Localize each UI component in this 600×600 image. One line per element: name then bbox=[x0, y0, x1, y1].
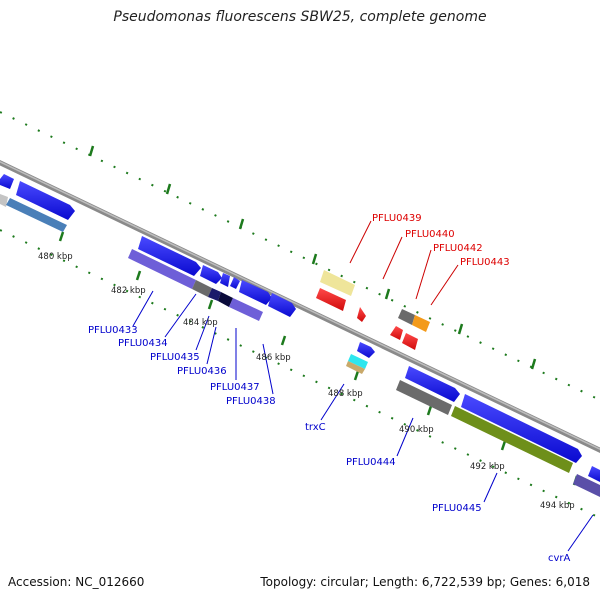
gene-arrow[interactable] bbox=[220, 273, 230, 287]
feature-bar[interactable] bbox=[320, 270, 355, 296]
scale-label: 488 kbp bbox=[328, 389, 363, 399]
feature-bar[interactable] bbox=[0, 194, 8, 207]
gene-label[interactable]: PFLU0433 bbox=[88, 325, 138, 336]
gene-arrow[interactable] bbox=[268, 293, 296, 317]
feature-bar[interactable] bbox=[346, 361, 365, 374]
leader-pflu0434 bbox=[164, 293, 197, 338]
scale-label: 490 kbp bbox=[399, 425, 434, 435]
feature-bar[interactable] bbox=[398, 309, 415, 325]
gene-label[interactable]: PFLU0444 bbox=[346, 457, 396, 468]
scale-label: 494 kbp bbox=[540, 501, 575, 511]
feature-bar[interactable] bbox=[396, 380, 452, 415]
gene-arrow[interactable] bbox=[239, 280, 272, 305]
map-title: Pseudomonas fluorescens SBW25, complete … bbox=[113, 9, 487, 25]
gene-label[interactable]: PFLU0442 bbox=[433, 243, 483, 254]
feature-bar[interactable] bbox=[218, 292, 233, 307]
scale-label: 480 kbp bbox=[38, 252, 73, 262]
gene-label[interactable]: PFLU0435 bbox=[150, 352, 200, 363]
leader-pflu0439 bbox=[349, 220, 372, 264]
gene-arrow[interactable] bbox=[402, 333, 418, 350]
major-ticks bbox=[58, 231, 579, 486]
scale-label: 484 kbp bbox=[183, 318, 218, 328]
leader-pflu0445 bbox=[483, 472, 498, 503]
feature-bar[interactable] bbox=[348, 354, 368, 369]
leader-pflu0433 bbox=[132, 290, 154, 327]
forward-genes bbox=[0, 174, 600, 482]
label-leaders bbox=[132, 220, 594, 552]
scale-label: 486 kbp bbox=[256, 353, 291, 363]
forward-gene-labels: PFLU0433 PFLU0434 PFLU0435 PFLU0436 PFLU… bbox=[88, 325, 571, 564]
scale-labels: 480 kbp 482 kbp 484 kbp 486 kbp 488 kbp … bbox=[38, 252, 575, 511]
gene-arrow[interactable] bbox=[390, 326, 403, 340]
gene-arrow[interactable] bbox=[138, 236, 201, 276]
feature-bars bbox=[0, 194, 600, 497]
scale-label: 482 kbp bbox=[111, 286, 146, 296]
feature-bar[interactable] bbox=[192, 280, 212, 297]
gene-arrow[interactable] bbox=[16, 181, 75, 220]
leader-pflu0438 bbox=[262, 343, 274, 395]
reverse-gene-labels: PFLU0439 PFLU0440 PFLU0442 PFLU0443 bbox=[372, 213, 510, 268]
reverse-genes bbox=[316, 288, 418, 350]
leader-trxc bbox=[320, 383, 345, 421]
feature-bar[interactable] bbox=[229, 298, 263, 321]
tick-ring-inner bbox=[0, 229, 600, 519]
gene-arrow[interactable] bbox=[357, 342, 375, 358]
leader-pflu0436 bbox=[206, 326, 217, 365]
gene-label[interactable]: PFLU0436 bbox=[177, 366, 227, 377]
leader-cvra bbox=[567, 514, 594, 552]
gene-arrow[interactable] bbox=[405, 366, 460, 402]
scale-label: 492 kbp bbox=[470, 462, 505, 472]
feature-bar[interactable] bbox=[412, 315, 430, 332]
feature-bar[interactable] bbox=[128, 249, 196, 289]
outer-major-ticks bbox=[88, 145, 537, 370]
gene-arrow[interactable] bbox=[461, 394, 582, 463]
gene-arrow[interactable] bbox=[0, 174, 14, 189]
gene-label[interactable]: PFLU0440 bbox=[405, 229, 455, 240]
gene-arrow[interactable] bbox=[357, 307, 366, 322]
genome-backbone bbox=[0, 160, 600, 453]
feature-bar[interactable] bbox=[451, 406, 573, 473]
genome-stats-text: Topology: circular; Length: 6,722,539 bp… bbox=[260, 575, 590, 589]
leader-pflu0443 bbox=[430, 264, 459, 306]
leader-pflu0435 bbox=[195, 315, 210, 351]
leader-pflu0440 bbox=[382, 236, 403, 280]
gene-label[interactable]: PFLU0434 bbox=[118, 338, 168, 349]
gene-label[interactable]: trxC bbox=[305, 422, 326, 433]
gene-label[interactable]: PFLU0437 bbox=[210, 382, 260, 393]
gene-arrow[interactable] bbox=[588, 466, 600, 482]
leader-pflu0444 bbox=[396, 417, 414, 457]
accession-text: Accession: NC_012660 bbox=[8, 575, 145, 589]
gene-label[interactable]: cvrA bbox=[548, 553, 571, 564]
gene-label[interactable]: PFLU0445 bbox=[432, 503, 482, 514]
feature-bar[interactable] bbox=[6, 198, 67, 232]
feature-bar[interactable] bbox=[208, 288, 221, 301]
gene-label[interactable]: PFLU0439 bbox=[372, 213, 422, 224]
leader-pflu0442 bbox=[415, 249, 432, 300]
gene-arrow[interactable] bbox=[316, 288, 346, 311]
gene-label[interactable]: PFLU0443 bbox=[460, 257, 510, 268]
gene-label[interactable]: PFLU0438 bbox=[226, 396, 276, 407]
gene-arrow[interactable] bbox=[230, 277, 240, 289]
feature-bar[interactable] bbox=[573, 474, 600, 497]
gene-arrow[interactable] bbox=[200, 265, 222, 284]
